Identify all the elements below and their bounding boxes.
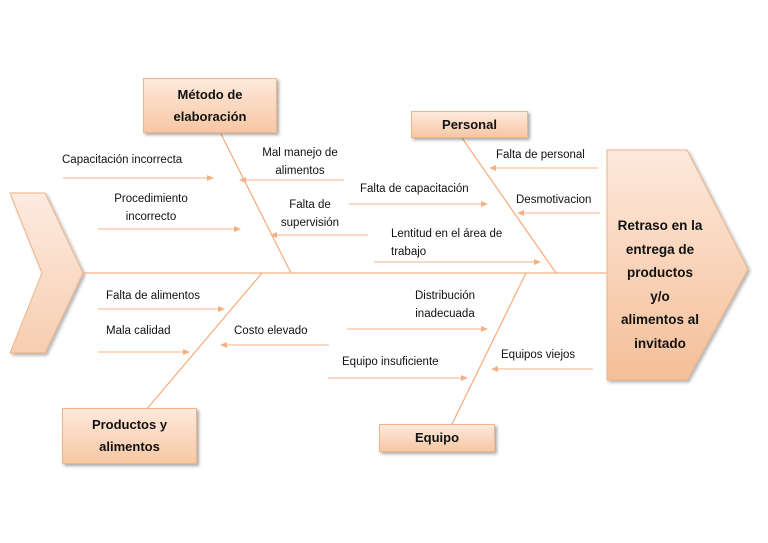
category-equipo-box: Equipo (379, 424, 495, 452)
cause-mala-calidad: Mala calidad (106, 325, 171, 337)
cause-procedimiento-incorrecto: Procedimiento incorrecto (114, 193, 188, 223)
arrow-distribucion (347, 326, 488, 332)
arrow-equipos-viejos (491, 366, 593, 372)
effect-label: Retraso en la entrega de productos y/o a… (617, 218, 703, 351)
cause-capacitacion-incorrecta: Capacitación incorrecta (62, 154, 183, 166)
cause-falta-alimentos: Falta de alimentos (106, 290, 200, 302)
arrow-falta-personal (489, 165, 598, 171)
bone-metodo (220, 133, 292, 274)
arrow-capacitacion-incorrecta (63, 175, 214, 181)
cause-distribucion: Distribución inadecuada (414, 290, 476, 320)
cause-falta-supervision: Falta de supervisión (280, 199, 340, 229)
arrow-falta-capacitacion (349, 201, 488, 207)
arrow-falta-alimentos (98, 306, 225, 312)
bone-personal (461, 137, 557, 274)
category-metodo-box: Método de elaboración (143, 78, 277, 133)
arrow-falta-supervision (270, 232, 368, 238)
cause-equipos-viejos: Equipos viejos (501, 349, 576, 361)
cause-falta-capacitacion: Falta de capacitación (360, 183, 469, 195)
tail-chevron (9, 192, 84, 354)
arrow-equipo-insuficiente (328, 375, 468, 381)
cause-desmotivacion: Desmotivacion (516, 194, 592, 206)
arrow-costo-elevado (220, 342, 329, 348)
arrow-desmotivacion (517, 210, 600, 216)
cause-lentitud: Lentitud en el área de trabajo (391, 228, 503, 258)
cause-costo-elevado: Costo elevado (234, 325, 308, 337)
bone-productos (145, 272, 263, 411)
bone-equipo (451, 272, 527, 425)
category-productos-box: Productos y alimentos (62, 408, 197, 464)
cause-mal-manejo: Mal manejo de alimentos (262, 147, 338, 177)
arrow-mala-calidad (98, 349, 190, 355)
cause-equipo-insuficiente: Equipo insuficiente (342, 356, 439, 368)
arrow-lentitud (374, 259, 541, 265)
category-personal-box: Personal (411, 111, 528, 138)
effect-head-shape (606, 149, 749, 381)
arrow-procedimiento-incorrecto (98, 226, 241, 232)
arrow-mal-manejo (239, 177, 344, 183)
cause-falta-personal: Falta de personal (496, 149, 585, 161)
